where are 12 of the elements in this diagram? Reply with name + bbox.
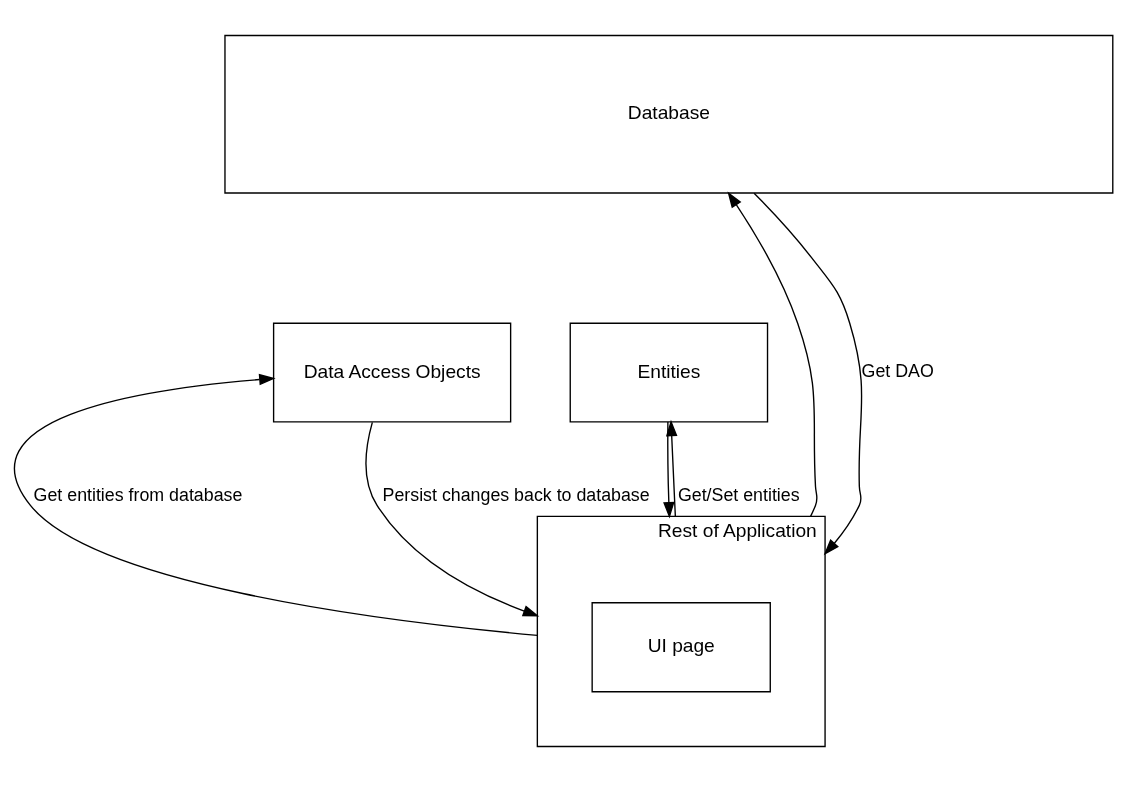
node-box: Data Access Objects	[272, 322, 512, 423]
arrow	[13, 373, 539, 637]
edge-label: Get entities from database	[33, 484, 243, 505]
arrow	[753, 192, 863, 556]
node-box: UI page	[591, 602, 771, 693]
edge-label: Get DAO	[861, 361, 934, 382]
node-box: Database	[224, 34, 1114, 194]
edge-label: Persist changes back to database	[382, 484, 650, 505]
arrow	[727, 191, 818, 518]
node-box: Entities	[569, 322, 769, 423]
edge-label: Get/Set entities	[677, 484, 800, 505]
arrow	[365, 421, 540, 617]
